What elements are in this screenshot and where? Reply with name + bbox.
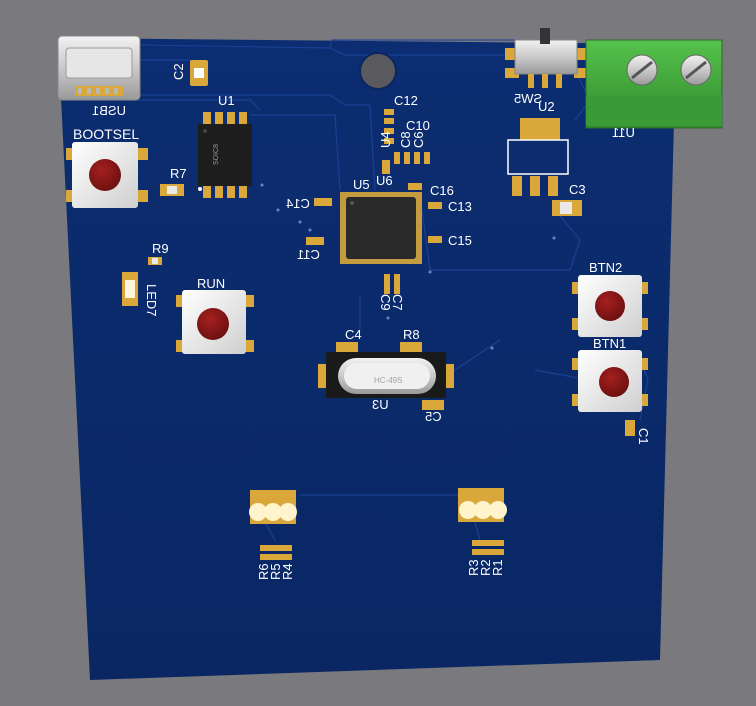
label-c15: C15 (448, 233, 472, 248)
tactile-button-icon (176, 290, 254, 354)
label-c10: C10 (406, 118, 430, 133)
label-btn1: BTN1 (593, 336, 627, 351)
mounting-hole-icon (359, 52, 397, 90)
rgb-led-icon (458, 488, 507, 522)
label-c3: C3 (569, 182, 586, 197)
label-u4: U4 (378, 131, 393, 148)
ic-chip-icon (340, 192, 422, 264)
screw-terminal-icon (585, 39, 723, 129)
label-c1: C1 (636, 428, 651, 445)
label-c13: C13 (448, 199, 472, 214)
crystal-passives (336, 342, 444, 410)
label-c16: C16 (430, 183, 454, 198)
label-c2: C2 (171, 63, 186, 80)
label-r1: R1 (490, 559, 505, 576)
tactile-button-icon (66, 142, 148, 208)
crystal-oscillator-icon (318, 352, 454, 398)
resistor-r7 (160, 184, 184, 196)
label-u6: U6 (376, 173, 393, 188)
usb-connector-icon (57, 35, 141, 101)
label-c11: C11 (297, 247, 320, 262)
tactile-button-icon (572, 350, 648, 412)
label-r8: R8 (403, 327, 420, 342)
label-c12: C12 (394, 93, 418, 108)
tactile-button-icon (572, 275, 648, 337)
label-u3: U3 (372, 397, 389, 412)
label-u5: U5 (353, 177, 370, 192)
label-r7: R7 (170, 166, 187, 181)
led7 (122, 272, 138, 306)
label-u3-marking: HC-49S (374, 376, 403, 385)
label-btn2: BTN2 (589, 260, 623, 275)
label-r4: R4 (280, 563, 295, 580)
label-u1-marking: SOIC8 (213, 143, 220, 165)
slide-switch-icon (505, 28, 588, 88)
capacitor-c1 (625, 420, 635, 436)
resistor-array-right (472, 540, 504, 555)
label-usb1: USB1 (92, 103, 126, 118)
resistor-r9 (148, 257, 162, 265)
label-led7: LED7 (144, 284, 159, 317)
label-c14: C14 (286, 196, 310, 211)
label-r9: R9 (152, 241, 169, 256)
capacitor-cluster (306, 109, 442, 294)
resistor-array-left (260, 545, 292, 560)
label-c4: C4 (345, 327, 362, 342)
label-c6: C6 (411, 131, 426, 148)
ic-chip-icon (198, 112, 252, 198)
label-u11: U11 (612, 125, 635, 140)
label-c5: C5 (425, 409, 442, 424)
label-u1: U1 (218, 93, 235, 108)
capacitor-c3 (552, 200, 582, 216)
rgb-led-icon (249, 490, 297, 524)
voltage-regulator-u2 (507, 118, 569, 196)
vias (260, 183, 556, 350)
label-bootsel: BOOTSEL (73, 126, 140, 142)
label-c7: C7 (390, 294, 405, 311)
label-run: RUN (197, 276, 226, 291)
capacitor-c2 (190, 60, 208, 86)
label-u2: U2 (538, 99, 555, 114)
